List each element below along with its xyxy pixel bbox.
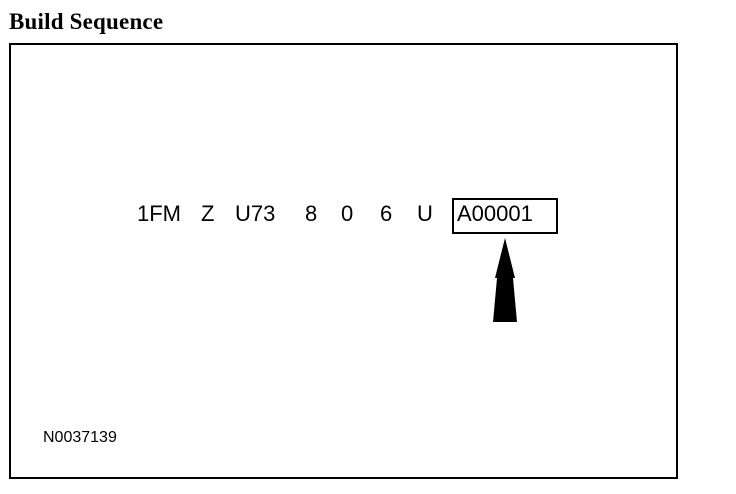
- vin-segment-plant: U: [417, 201, 433, 226]
- vin-segment-serial: A00001: [457, 201, 533, 226]
- vin-segment-model: U73: [235, 201, 276, 226]
- vin-segment-model-year: 6: [380, 201, 393, 226]
- vin-segment-restraint: Z: [201, 201, 215, 226]
- page-title: Build Sequence: [9, 9, 164, 34]
- vin-segment-check-digit: 0: [341, 201, 354, 226]
- figure-id: N0037139: [43, 429, 117, 446]
- serial-highlight-box: [452, 198, 558, 234]
- vin-segment-engine: 8: [305, 201, 318, 226]
- vin-segment-wmi: 1FM: [137, 201, 181, 226]
- up-arrow-icon: [493, 238, 517, 322]
- diagram-frame: [9, 43, 678, 479]
